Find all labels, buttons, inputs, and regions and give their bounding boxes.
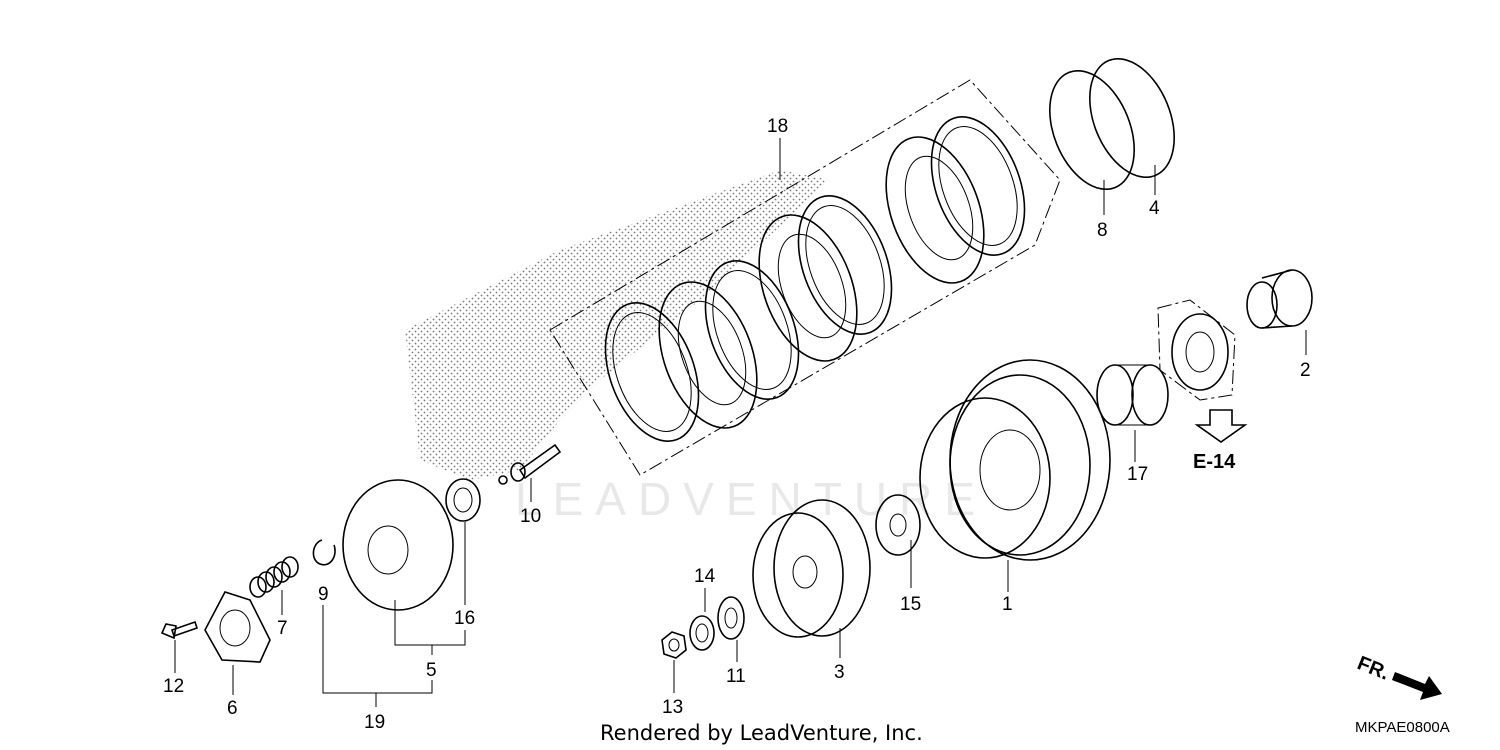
callout-18: 18: [767, 116, 788, 137]
front-indicator: FR.: [1354, 652, 1442, 700]
callout-14: 14: [694, 566, 716, 587]
lock-washer-14: [689, 615, 715, 651]
callout-5: 5: [426, 660, 437, 681]
clutch-outer-1: [919, 359, 1111, 561]
callout-10: 10: [520, 506, 541, 527]
callout-19: 19: [364, 712, 385, 733]
thrust-washer-15: [875, 494, 921, 556]
bearing-16: [445, 478, 481, 522]
stipple-shadow: [405, 170, 830, 480]
callout-3: 3: [834, 662, 845, 683]
circlip-9: [312, 539, 336, 566]
watermark: LEADVENTURE: [515, 473, 987, 525]
bolt-12: [160, 620, 199, 640]
lock-nut-13: [661, 631, 687, 659]
diagram-code: MKPAE0800A: [1355, 719, 1450, 736]
collar-2: [1246, 269, 1313, 329]
wire-ring-8: [1049, 69, 1135, 191]
section-reference: E-14: [1193, 451, 1236, 473]
callout-2: 2: [1300, 360, 1311, 381]
callout-17: 17: [1127, 464, 1148, 485]
callout-6: 6: [227, 698, 238, 719]
render-credit: Rendered by LeadVenture, Inc.: [600, 721, 923, 745]
washer-11: [717, 596, 745, 640]
callout-16: 16: [454, 608, 475, 629]
clutch-spring-7: [249, 556, 299, 598]
callout-9: 9: [318, 584, 329, 605]
leader-lines: [174, 138, 1307, 707]
callout-4: 4: [1149, 198, 1160, 219]
clutch-center-3: [752, 499, 871, 638]
needle-bearing-17: [1096, 364, 1169, 426]
lifter-plate-6: [204, 591, 271, 663]
front-arrow-icon: [1392, 672, 1442, 700]
callout-15: 15: [900, 594, 921, 615]
callout-8: 8: [1097, 220, 1108, 241]
callout-13: 13: [662, 697, 683, 718]
gear-e14: [1171, 313, 1229, 391]
callout-12: 12: [163, 676, 184, 697]
lifter-rod-10: [498, 443, 562, 485]
callout-11: 11: [726, 666, 746, 687]
ref-arrow: [1194, 409, 1248, 443]
callout-7: 7: [277, 618, 288, 639]
callout-1: 1: [1002, 594, 1013, 615]
clutch-plate-set: [604, 116, 1026, 442]
front-indicator-label: FR.: [1354, 652, 1392, 684]
plate-set-enclosure: [549, 79, 1061, 476]
pressure-plate: [342, 479, 454, 611]
